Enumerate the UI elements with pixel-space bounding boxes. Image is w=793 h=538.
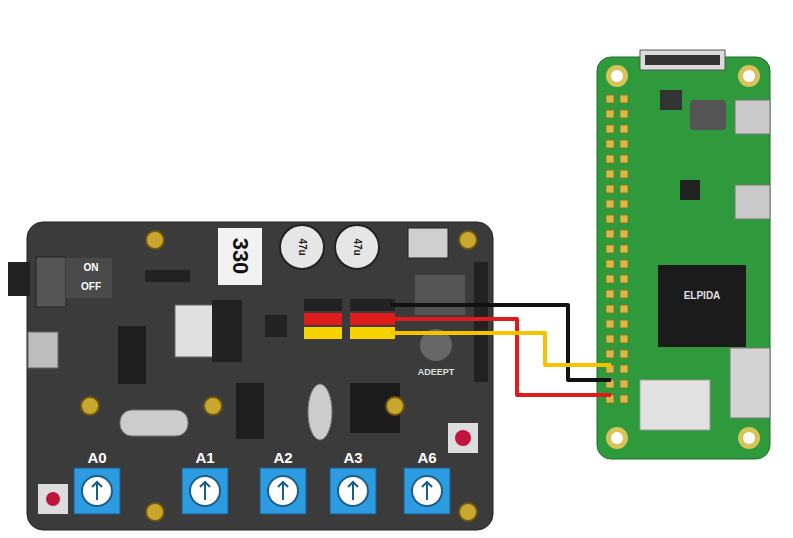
capacitor-label: 47u: [297, 238, 307, 255]
port-label: A3: [343, 450, 362, 465]
port-label: A6: [417, 450, 436, 465]
resistor-label: 330: [229, 238, 251, 275]
chip-label: ELPIDA: [684, 291, 721, 301]
brand-label: ADEEPT: [418, 368, 455, 377]
port-label: A1: [195, 450, 214, 465]
wires: [390, 305, 611, 395]
port-label: A2: [273, 450, 292, 465]
pi-zero: [597, 50, 770, 459]
servo-board: [8, 222, 493, 530]
port-label: A0: [87, 450, 106, 465]
capacitor-label: 47u: [352, 238, 362, 255]
switch-label: ON: [84, 263, 99, 273]
switch-label: OFF: [81, 282, 101, 292]
